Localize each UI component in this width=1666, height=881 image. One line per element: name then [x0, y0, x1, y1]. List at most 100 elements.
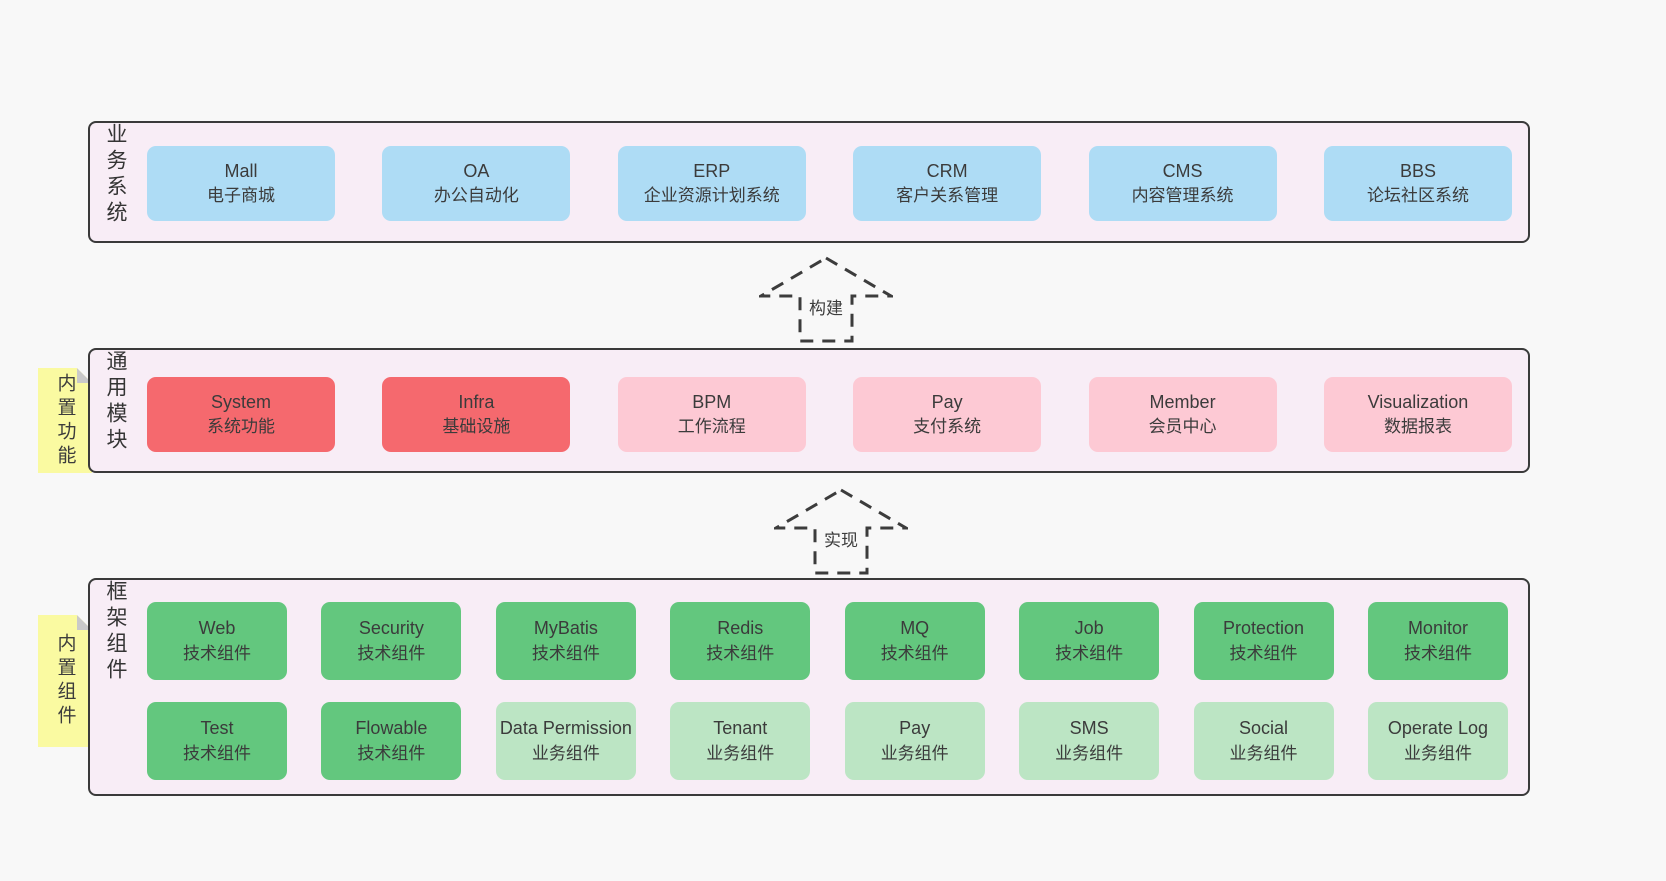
box-title: Protection [1223, 618, 1305, 639]
box-subtitle: 办公自动化 [433, 186, 519, 206]
box-data-permission: Data Permission 业务组件 [495, 702, 636, 780]
box-title: Social [1239, 718, 1289, 739]
box-title: MQ [900, 618, 930, 639]
box-title: Security [358, 618, 424, 639]
box-title: Job [1074, 618, 1104, 639]
box-subtitle: 技术组件 [706, 643, 775, 663]
box-title: Data Permission [499, 718, 632, 739]
box-subtitle: 系统功能 [207, 417, 275, 437]
box-subtitle: 工作流程 [677, 417, 746, 437]
box-erp: ERP 企业资源计划系统 [617, 146, 806, 221]
business-systems-panel: 业务系统 Mall 电子商城 OA 办公自动化 ERP 企业资源计划系统 CRM… [88, 121, 1530, 243]
box-sms: SMS 业务组件 [1019, 702, 1160, 780]
common-modules-panel: 通用模块 System 系统功能 Infra 基础设施 BPM 工作流程 Pay… [88, 348, 1530, 473]
box-title: System [210, 391, 271, 412]
box-subtitle: 业务组件 [1403, 743, 1472, 763]
framework-components-panel: 框架组件 Web 技术组件 Security 技术组件 MyBatis 技术组件… [88, 578, 1530, 796]
sticky-note-builtin-components: 内置组件 [38, 615, 92, 747]
box-title: MyBatis [533, 618, 598, 639]
box-pay-business: Pay 业务组件 [844, 702, 985, 780]
box-system: System 系统功能 [147, 377, 335, 452]
implement-arrow-label: 实现 [820, 525, 862, 552]
box-title: Web [198, 618, 236, 639]
box-oa: OA 办公自动化 [382, 146, 571, 221]
box-mq: MQ 技术组件 [844, 602, 985, 680]
box-title: OA [463, 160, 490, 181]
box-subtitle: 会员中心 [1148, 417, 1217, 437]
box-member: Member 会员中心 [1088, 377, 1277, 452]
box-subtitle: 数据报表 [1383, 417, 1452, 437]
box-tenant: Tenant 业务组件 [670, 702, 811, 780]
box-title: Mall [224, 160, 258, 181]
box-title: Pay [931, 391, 963, 412]
box-title: CRM [926, 160, 968, 181]
box-title: Member [1149, 391, 1216, 412]
box-subtitle: 客户关系管理 [896, 186, 999, 206]
box-cms: CMS 内容管理系统 [1088, 146, 1277, 221]
box-protection: Protection 技术组件 [1193, 602, 1334, 680]
box-subtitle: 电子商城 [207, 186, 275, 206]
box-title: Flowable [355, 718, 428, 739]
box-subtitle: 业务组件 [880, 743, 949, 763]
box-subtitle: 论坛社区系统 [1366, 186, 1469, 206]
box-subtitle: 业务组件 [531, 743, 600, 763]
box-test: Test 技术组件 [147, 702, 287, 780]
box-title: Tenant [713, 718, 768, 739]
implement-arrow: 实现 [774, 488, 908, 576]
box-title: Pay [899, 718, 931, 739]
box-bpm: BPM 工作流程 [617, 377, 806, 452]
box-subtitle: 支付系统 [913, 417, 982, 437]
box-social: Social 业务组件 [1193, 702, 1334, 780]
panel-label-business-systems: 业务系统 [104, 123, 127, 227]
box-mybatis: MyBatis 技术组件 [495, 602, 636, 680]
box-monitor: Monitor 技术组件 [1367, 602, 1508, 680]
box-subtitle: 业务组件 [1229, 743, 1298, 763]
box-subtitle: 技术组件 [183, 743, 251, 763]
box-pay: Pay 支付系统 [853, 377, 1042, 452]
box-subtitle: 内容管理系统 [1131, 186, 1234, 206]
box-subtitle: 技术组件 [357, 643, 426, 663]
sticky-note-label: 内置功能 [54, 372, 76, 469]
box-title: Infra [458, 391, 495, 412]
box-infra: Infra 基础设施 [382, 377, 571, 452]
common-modules-row: System 系统功能 Infra 基础设施 BPM 工作流程 Pay 支付系统… [147, 377, 1512, 452]
box-bbs: BBS 论坛社区系统 [1323, 146, 1512, 221]
box-title: Test [200, 718, 234, 739]
box-title: Operate Log [1387, 718, 1488, 739]
box-web: Web 技术组件 [147, 602, 287, 680]
box-security: Security 技术组件 [321, 602, 462, 680]
box-subtitle: 基础设施 [442, 417, 511, 437]
box-title: Monitor [1407, 618, 1468, 639]
framework-components-row-1: Web 技术组件 Security 技术组件 MyBatis 技术组件 Redi… [147, 602, 1508, 680]
sticky-note-label: 内置组件 [54, 633, 76, 729]
box-title: Visualization [1367, 391, 1469, 412]
box-visualization: Visualization 数据报表 [1323, 377, 1512, 452]
box-redis: Redis 技术组件 [670, 602, 811, 680]
box-subtitle: 技术组件 [1229, 643, 1298, 663]
build-arrow: 构建 [759, 256, 893, 344]
panel-label-framework-components: 框架组件 [104, 580, 127, 684]
box-title: SMS [1069, 718, 1109, 739]
box-title: BPM [692, 391, 732, 412]
box-title: BBS [1399, 160, 1436, 181]
build-arrow-label: 构建 [805, 293, 847, 320]
box-subtitle: 技术组件 [183, 643, 251, 663]
box-title: Redis [717, 618, 764, 639]
box-mall: Mall 电子商城 [147, 146, 335, 221]
framework-components-row-2: Test 技术组件 Flowable 技术组件 Data Permission … [147, 702, 1508, 780]
panel-label-common-modules: 通用模块 [104, 350, 127, 454]
box-subtitle: 技术组件 [357, 743, 426, 763]
box-operate-log: Operate Log 业务组件 [1367, 702, 1508, 780]
box-title: ERP [693, 160, 731, 181]
box-subtitle: 业务组件 [1055, 743, 1124, 763]
box-subtitle: 技术组件 [1055, 643, 1124, 663]
box-subtitle: 企业资源计划系统 [643, 186, 780, 206]
box-flowable: Flowable 技术组件 [321, 702, 462, 780]
box-title: CMS [1162, 160, 1203, 181]
sticky-note-builtin-features: 内置功能 [38, 368, 92, 473]
box-crm: CRM 客户关系管理 [853, 146, 1042, 221]
box-subtitle: 技术组件 [1403, 643, 1472, 663]
box-subtitle: 技术组件 [880, 643, 949, 663]
box-subtitle: 技术组件 [531, 643, 600, 663]
